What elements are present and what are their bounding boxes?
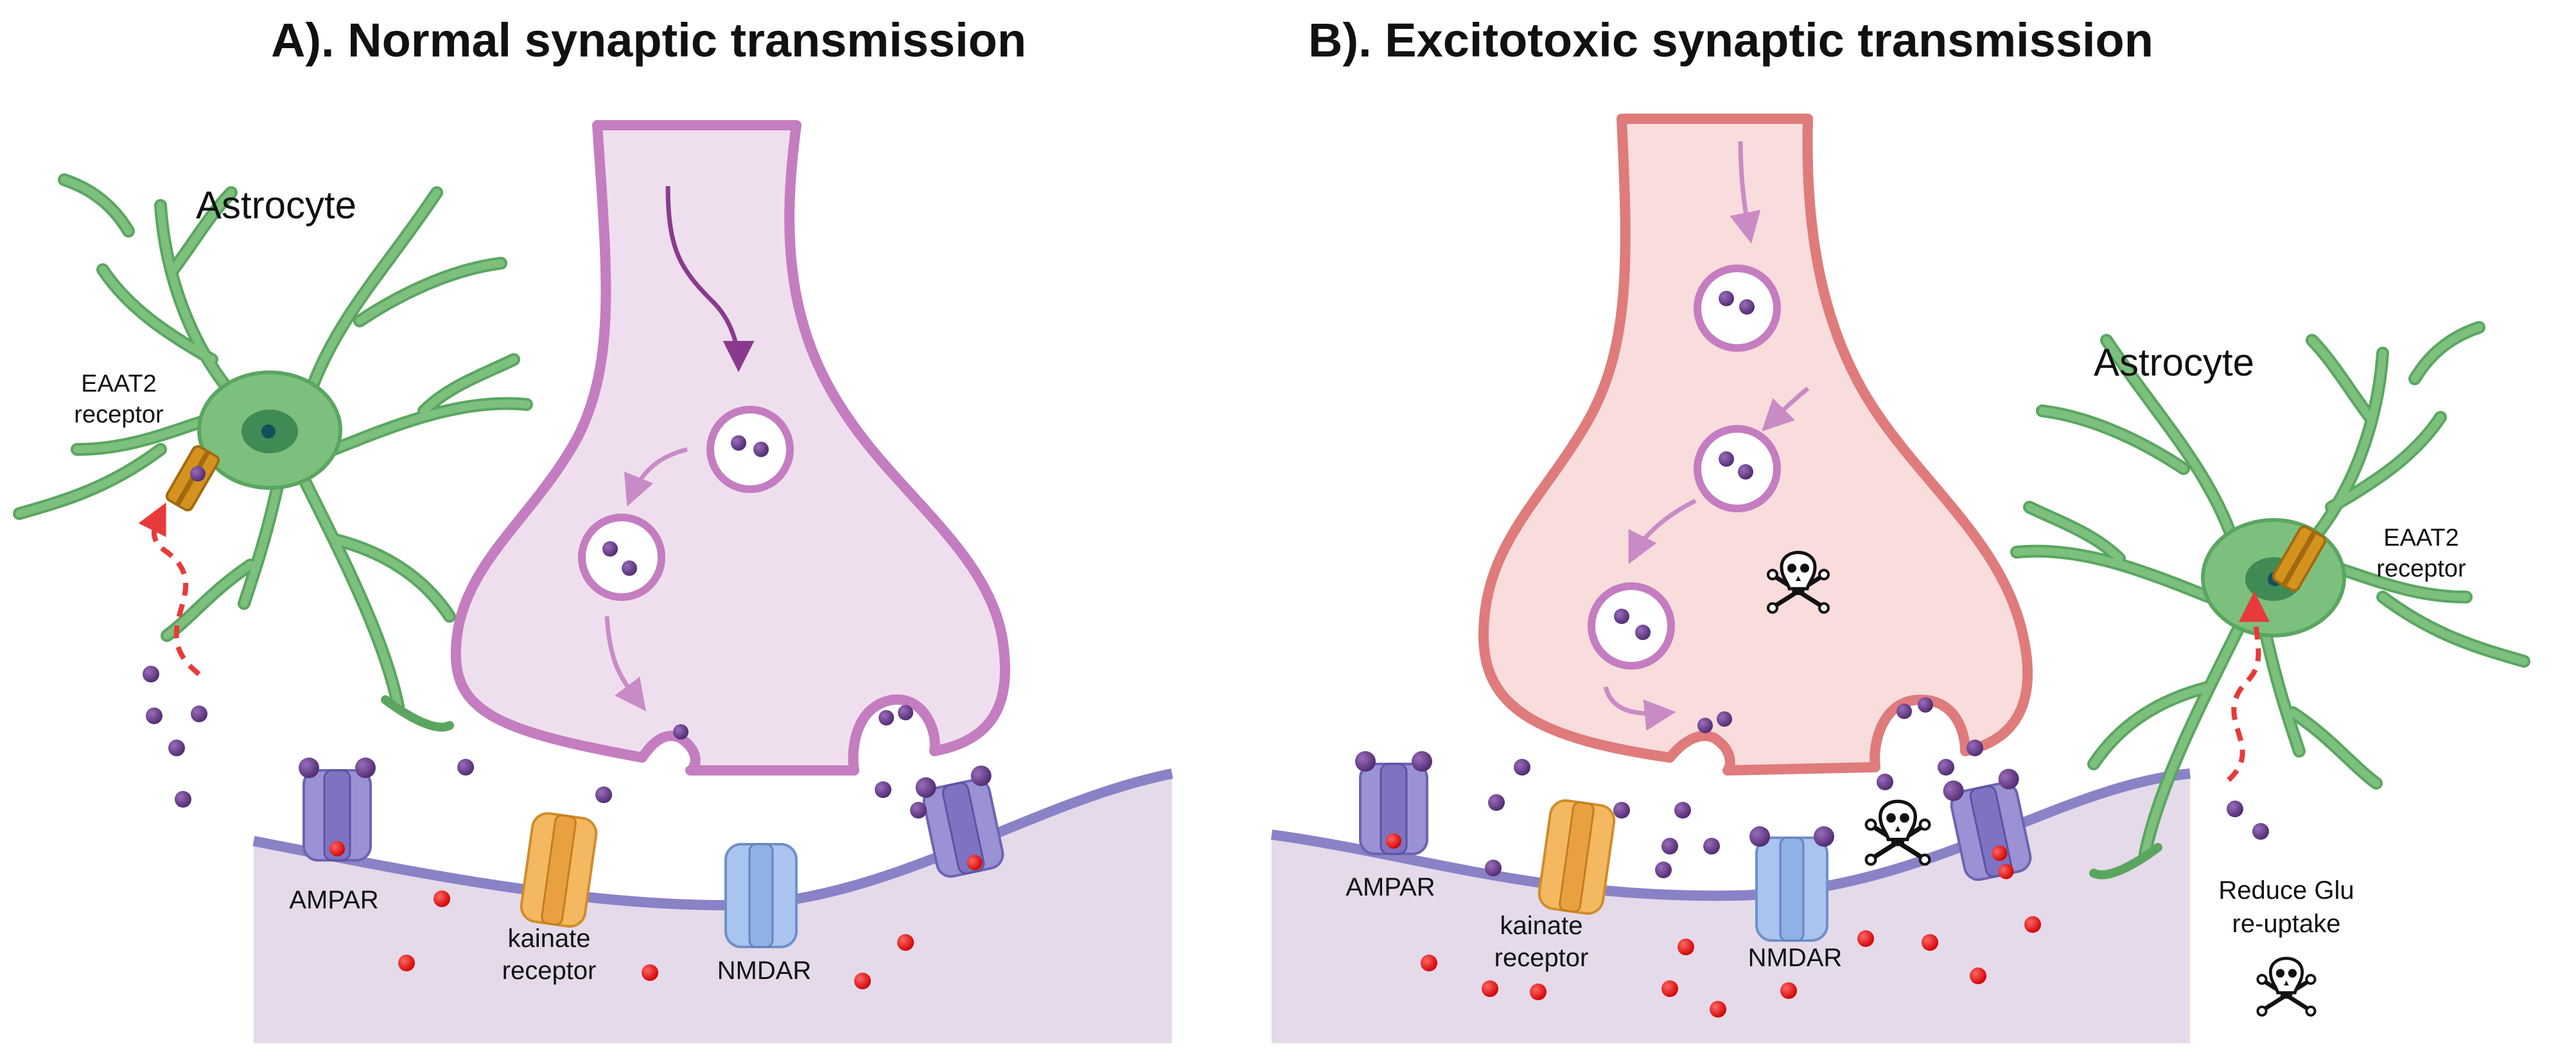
eaat2-label-line1: EAAT2 — [81, 370, 157, 397]
kainate-receptor — [518, 810, 600, 930]
vesicle-path-arrow — [604, 616, 646, 711]
panel-a-title: A). Normal synaptic transmission — [271, 13, 1026, 67]
postsynaptic-membrane — [1270, 768, 2191, 901]
eaat2-label-line2: receptor — [2376, 555, 2466, 582]
fusing-vesicle — [1697, 697, 1933, 733]
action-potential-arrow — [665, 186, 755, 372]
kainate-label-line2: receptor — [1494, 944, 1589, 972]
vesicle-path-arrow — [624, 447, 688, 507]
kainate-label-line1: kainate — [1500, 912, 1583, 940]
glutamate — [190, 466, 206, 481]
calcium-ions — [1421, 916, 2041, 1018]
eaat2-label-line2: receptor — [74, 401, 164, 428]
nmdar-receptor — [1749, 826, 1834, 942]
synaptic-vesicle — [1694, 264, 1781, 352]
astrocyte — [19, 180, 527, 727]
astrocyte-label: Astrocyte — [196, 184, 356, 227]
eaat2-label-line1: EAAT2 — [2383, 525, 2459, 551]
kainate-label-line2: receptor — [502, 957, 597, 985]
synaptic-vesicle — [578, 514, 665, 601]
reduced-reuptake-note-line2: re-uptake — [2232, 910, 2341, 938]
kainate-receptor — [1536, 797, 1618, 917]
glutamate-uptake-arrow — [2227, 591, 2270, 782]
synaptic-vesicle — [1588, 582, 1675, 670]
kainate-label-line1: kainate — [508, 924, 591, 953]
nmdar-label: NMDAR — [1748, 944, 1843, 972]
fusing-vesicle — [673, 705, 913, 740]
panel-a: A). Normal synaptic transmission Astrocy… — [19, 13, 1173, 1043]
skull-crossbones-icon — [1866, 801, 1930, 864]
reduced-reuptake-note-line1: Reduce Glu — [2218, 876, 2354, 905]
free-glutamate — [143, 666, 927, 819]
vesicle-path-arrow — [1603, 686, 1676, 731]
ampar-receptor — [915, 765, 1007, 881]
eaat2-transporter — [2272, 525, 2327, 592]
skull-crossbones-icon — [2257, 958, 2315, 1016]
vesicle-path-arrow — [1628, 498, 1697, 564]
synaptic-vesicle — [706, 406, 794, 493]
panel-b-title: B). Excitotoxic synaptic transmission — [1308, 13, 2153, 67]
synaptic-vesicle — [1694, 425, 1781, 512]
postsynaptic-neuron — [1272, 774, 2190, 1043]
glutamate-uptake-arrow — [138, 502, 201, 677]
ampar-label: AMPAR — [1345, 873, 1435, 901]
ampar-receptor — [1355, 751, 1432, 855]
free-glutamate — [1485, 740, 2269, 878]
nmdar-receptor — [724, 843, 798, 948]
calcium-ions — [398, 890, 914, 989]
ampar-receptor — [1943, 768, 2035, 884]
panel-b: B). Excitotoxic synaptic transmission — [1270, 13, 2524, 1043]
nmdar-label: NMDAR — [717, 957, 812, 985]
vesicle-path-arrow — [1762, 386, 1810, 431]
ampar-receptor — [299, 758, 376, 862]
vesicle-path-arrow — [1730, 141, 1761, 244]
astrocyte-label: Astrocyte — [2094, 341, 2254, 384]
ampar-label: AMPAR — [289, 886, 378, 914]
